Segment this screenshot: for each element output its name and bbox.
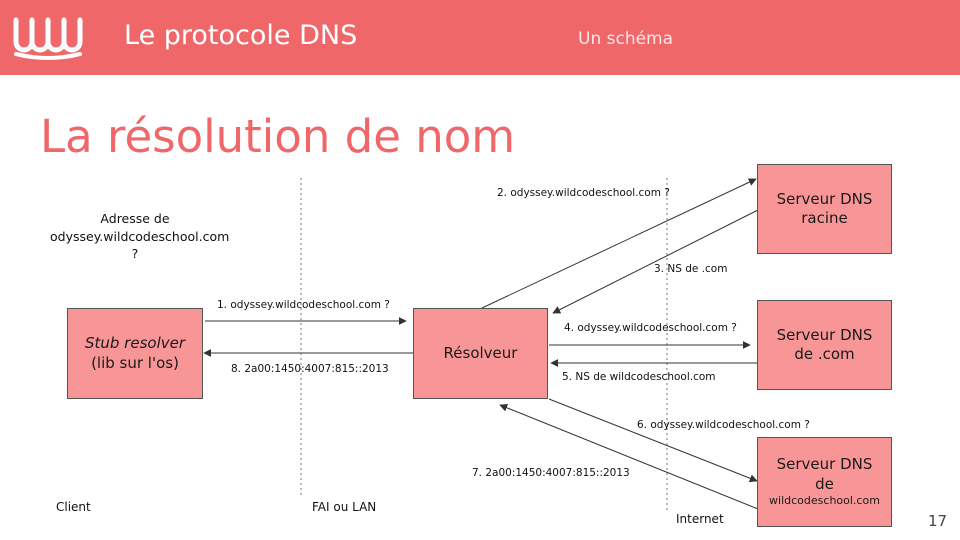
- arrow-6-label: 6. odyssey.wildcodeschool.com ?: [637, 419, 810, 431]
- stub-resolver-label: Stub resolver: [84, 334, 186, 352]
- zone-fai-label: FAI ou LAN: [312, 500, 377, 514]
- resolver-label: Résolveur: [443, 343, 518, 362]
- stub-resolver-box: Stub resolver (lib sur l'os): [67, 308, 203, 399]
- arrow-6: [548, 398, 758, 483]
- arrow-1-label: 1. odyssey.wildcodeschool.com ?: [217, 299, 390, 311]
- arrow-7-label: 7. 2a00:1450:4007:815::2013: [472, 467, 630, 479]
- wcs-dns-box: Serveur DNS de wildcodeschool.com: [757, 437, 892, 527]
- arrow-4-label: 4. odyssey.wildcodeschool.com ?: [564, 322, 737, 334]
- arrow-3-label: 3. NS de .com: [654, 263, 728, 275]
- com-dns-label: Serveur DNS de .com: [776, 325, 873, 364]
- question-text: Adresse de odyssey.wildcodeschool.com ?: [50, 211, 230, 261]
- resolver-box: Résolveur: [413, 308, 548, 399]
- header-bar: Le protocole DNS Un schéma: [0, 0, 960, 75]
- root-dns-box: Serveur DNS racine: [757, 164, 892, 254]
- wcs-dns-label-line2: de: [815, 474, 834, 493]
- arrow-2-label: 2. odyssey.wildcodeschool.com ?: [497, 187, 670, 199]
- arrow-3: [552, 209, 759, 314]
- wcs-dns-label-line3: wildcodeschool.com: [769, 494, 880, 508]
- header-subtitle: Un schéma: [578, 29, 674, 49]
- header-title: Le protocole DNS: [124, 20, 358, 51]
- zone-internet-label: Internet: [676, 512, 724, 526]
- arrow-8-label: 8. 2a00:1450:4007:815::2013: [231, 363, 389, 375]
- zone-client-label: Client: [56, 500, 91, 514]
- wildcodeschool-logo: [13, 17, 83, 60]
- slide-title: La résolution de nom: [40, 110, 516, 163]
- arrow-7: [499, 403, 759, 510]
- arrow-2: [481, 178, 757, 309]
- arrow-5-label: 5. NS de wildcodeschool.com: [562, 371, 716, 383]
- root-dns-label: Serveur DNS racine: [776, 189, 873, 228]
- page-number: 17: [928, 512, 948, 530]
- wcs-dns-label-line1: Serveur DNS: [776, 455, 873, 474]
- com-dns-box: Serveur DNS de .com: [757, 300, 892, 390]
- stub-resolver-sublabel: (lib sur l'os): [91, 353, 179, 372]
